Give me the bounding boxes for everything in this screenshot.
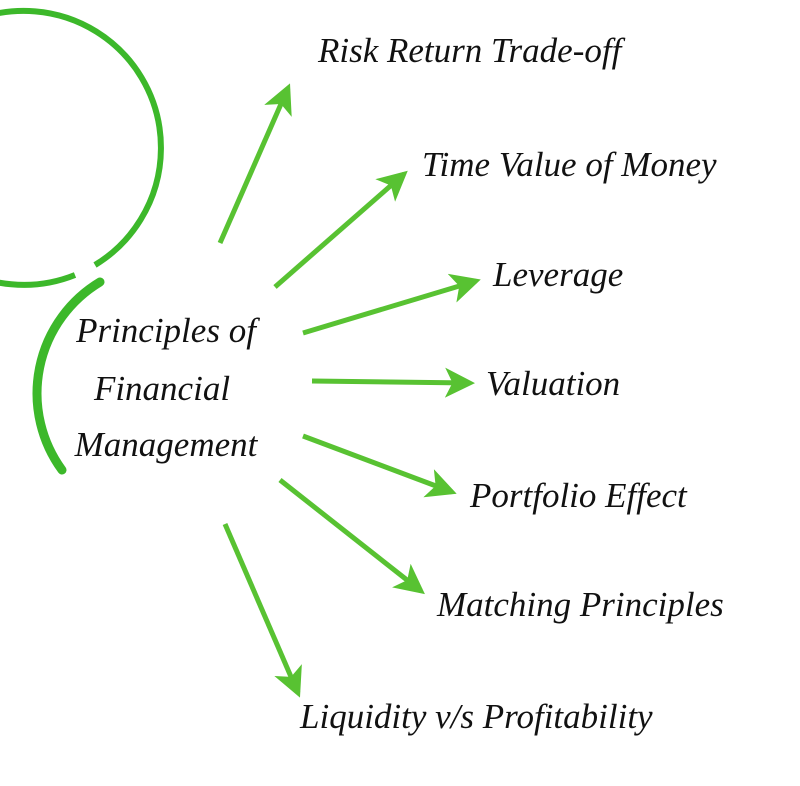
- arrows: [217, 83, 481, 698]
- principle-label: Time Value of Money: [422, 145, 717, 184]
- arrow-6: [278, 478, 425, 595]
- arrow-5: [302, 433, 457, 498]
- arrow-7: [222, 523, 302, 698]
- center-circle: [0, 7, 164, 475]
- principle-label: Portfolio Effect: [469, 476, 688, 515]
- arrow-3: [302, 273, 481, 336]
- principle-label: Valuation: [486, 364, 620, 403]
- principle-label: Leverage: [492, 255, 623, 294]
- center-title-line-3: Management: [74, 425, 259, 464]
- center-title-line-2: Financial: [93, 369, 230, 408]
- principle-label: Risk Return Trade-off: [317, 31, 626, 70]
- principle-label: Liquidity v/s Profitability: [299, 697, 653, 736]
- center-title-line-1: Principles of: [75, 311, 260, 350]
- arrow-2: [273, 170, 408, 289]
- arrow-4: [311, 367, 475, 398]
- arrow-1: [217, 83, 292, 245]
- principle-label: Matching Principles: [436, 585, 724, 624]
